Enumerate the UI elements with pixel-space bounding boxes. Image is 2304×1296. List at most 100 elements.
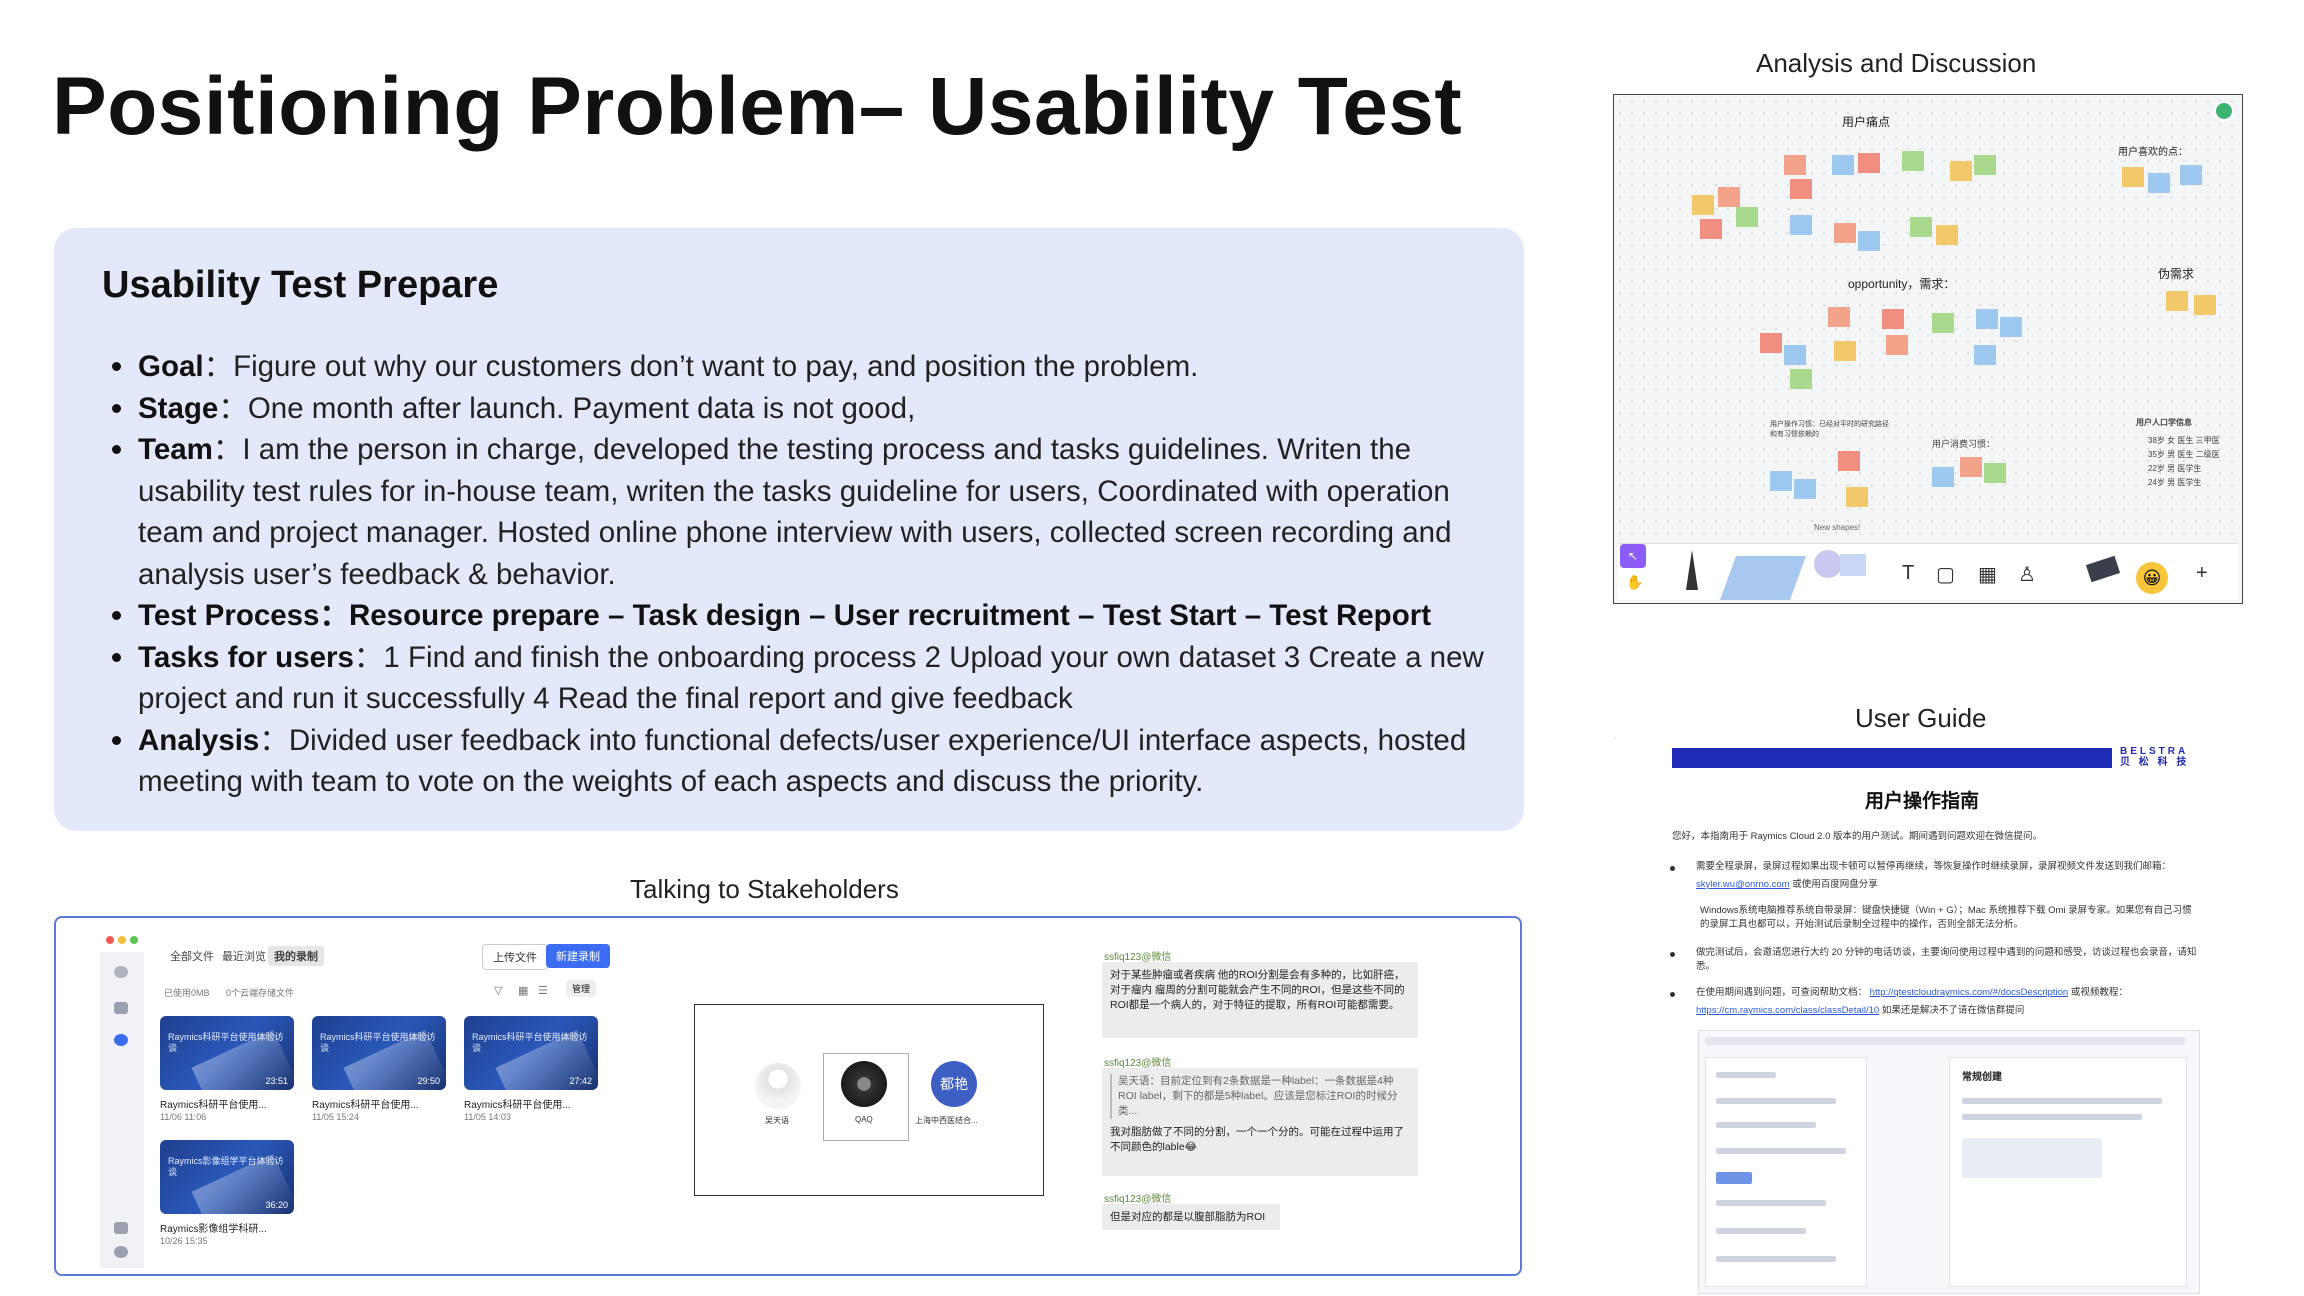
sticky-note[interactable] xyxy=(1974,345,1996,365)
text-tool-icon[interactable]: T xyxy=(1902,562,1915,584)
avatar xyxy=(841,1061,887,1107)
email-link[interactable]: skyler.wu@onrno.com xyxy=(1696,879,1790,890)
window-close-dot[interactable] xyxy=(106,936,114,944)
whiteboard-screenshot: 用户痛点 用户喜欢的点： opportunity，需求： 伪需求 用户人口学信息… xyxy=(1613,94,2243,604)
sticky-note[interactable] xyxy=(1846,487,1868,507)
storage-used: 已使用0MB xyxy=(164,988,210,998)
video-date: 10/26 15:35 xyxy=(160,1236,208,1246)
manage-button[interactable]: 管理 xyxy=(566,980,597,997)
collaborator-avatar[interactable] xyxy=(2214,101,2234,121)
sticky-note[interactable] xyxy=(2166,291,2188,311)
sticky-note[interactable] xyxy=(1976,309,1998,329)
sticky-pad-icon[interactable] xyxy=(1719,556,1807,600)
bullet-text: ：Divided user feedback into functional d… xyxy=(138,723,1467,799)
sticky-note[interactable] xyxy=(1692,195,1714,215)
video-thumbnail[interactable]: Raymics科研平台使用体验访谈 27:42 xyxy=(464,1016,598,1090)
frame-tool-icon[interactable]: ▢ xyxy=(1936,564,1955,586)
tab-my-recordings[interactable]: 我的录制 xyxy=(268,946,324,966)
chat-sender: ssfiq123@微信 xyxy=(1104,1058,1172,1069)
sticky-note[interactable] xyxy=(2180,165,2202,185)
recording-icon[interactable] xyxy=(114,1034,128,1046)
window-zoom-dot[interactable] xyxy=(130,936,138,944)
sticky-note[interactable] xyxy=(1700,219,1722,239)
filter-icon[interactable]: ▽ xyxy=(494,985,503,997)
window-minimize-dot[interactable] xyxy=(118,936,126,944)
table-tool-icon[interactable]: ▦ xyxy=(1978,564,1997,586)
video-thumbnail[interactable]: Raymics科研平台使用体验访谈 23:51 xyxy=(160,1016,294,1090)
sticky-note[interactable] xyxy=(1932,467,1954,487)
sticky-note[interactable] xyxy=(1736,207,1758,227)
sticky-note[interactable] xyxy=(1760,333,1782,353)
sticky-note[interactable] xyxy=(1886,335,1908,355)
sticky-note[interactable] xyxy=(1960,457,1982,477)
hand-tool-icon[interactable]: ✋ xyxy=(1626,574,1644,590)
meeting-icon[interactable] xyxy=(114,1002,128,1014)
select-tool-icon[interactable]: ↖ xyxy=(1620,544,1646,568)
new-shapes-hint: New shapes! xyxy=(1814,523,1861,532)
sticky-note[interactable] xyxy=(1832,155,1854,175)
sticky-note[interactable] xyxy=(1902,151,1924,171)
sticky-note[interactable] xyxy=(1790,215,1812,235)
sticky-note[interactable] xyxy=(2148,173,2170,193)
video-thumbnail[interactable]: Raymics影像组学平台体验访谈 36:20 xyxy=(160,1140,294,1214)
sticky-note[interactable] xyxy=(1858,153,1880,173)
video-date: 11/05 14:03 xyxy=(464,1112,511,1122)
sticky-note[interactable] xyxy=(1784,345,1806,365)
sticky-note[interactable] xyxy=(1984,463,2006,483)
board-label-pain-points: 用户痛点 xyxy=(1842,115,1891,129)
bullet-dot xyxy=(1670,866,1675,871)
shape-circle-icon[interactable] xyxy=(1814,550,1842,578)
sticky-note[interactable] xyxy=(1910,217,1932,237)
new-recording-button[interactable]: 新建录制 xyxy=(546,944,610,968)
sticky-note[interactable] xyxy=(1834,223,1856,243)
call-window: 吴天语 QAQ 都艳 上海中西医结合... xyxy=(694,1004,1044,1196)
sticky-note[interactable] xyxy=(1834,341,1856,361)
sticky-note[interactable] xyxy=(1828,307,1850,327)
settings-icon[interactable] xyxy=(114,1246,128,1258)
sticky-note[interactable] xyxy=(1950,161,1972,181)
sticky-note[interactable] xyxy=(1838,451,1860,471)
board-label-habit: 用户消费习惯： xyxy=(1932,439,1996,449)
sticky-note[interactable] xyxy=(2194,295,2216,315)
sticky-note[interactable] xyxy=(1790,369,1812,389)
sticky-note[interactable] xyxy=(2122,167,2144,187)
sticky-note[interactable] xyxy=(1936,225,1958,245)
sticky-note[interactable] xyxy=(1794,479,1816,499)
guide-paragraph: Windows系统电脑推荐系统自带录屏：键盘快捷键（Win + G）；Mac 系… xyxy=(1700,905,2192,930)
video-thumbnail[interactable]: Raymics科研平台使用体验访谈 29:50 xyxy=(312,1016,446,1090)
sticky-note[interactable] xyxy=(1974,155,1996,175)
sticky-note[interactable] xyxy=(2000,317,2022,337)
add-tool-icon[interactable]: + xyxy=(2196,562,2208,584)
sticky-note[interactable] xyxy=(1784,155,1806,175)
mail-icon[interactable] xyxy=(114,1222,128,1234)
grid-view-icon[interactable]: ▦ xyxy=(518,985,529,997)
sticky-note[interactable] xyxy=(1882,309,1904,329)
doc-suffix: 或视频教程： xyxy=(2070,987,2128,998)
persona-line: 35岁 男 医生 二级医 xyxy=(2148,450,2220,459)
sticky-note[interactable] xyxy=(1718,187,1740,207)
upload-file-button[interactable]: 上传文件 xyxy=(482,944,548,970)
cloud-file-count: 0个云端存储文件 xyxy=(226,988,295,998)
sticky-note[interactable] xyxy=(1770,471,1792,491)
doc-link[interactable]: http://qtestcloudraymics.com/#/docsDescr… xyxy=(1869,987,2069,998)
keyboard-sticker-icon[interactable] xyxy=(2085,555,2121,583)
list-view-icon[interactable]: ☰ xyxy=(538,985,548,997)
sticky-note[interactable] xyxy=(1932,313,1954,333)
sticky-note[interactable] xyxy=(1858,231,1880,251)
bullet-label: Analysis xyxy=(138,723,260,757)
pen-tool-icon[interactable] xyxy=(1686,550,1698,590)
video-name: Raymics科研平台使用... xyxy=(464,1100,571,1111)
tab-all-files[interactable]: 全部文件 xyxy=(170,951,214,963)
video-suffix: 如果还是解决不了请在微信群提问 xyxy=(1881,1005,2025,1016)
shape-square-icon[interactable] xyxy=(1840,554,1866,576)
emoji-sticker-icon[interactable]: 😀 xyxy=(2136,562,2168,594)
person-tool-icon[interactable]: ♙ xyxy=(2018,564,2036,586)
chat-message: 对于某些肿瘤或者疾病 他的ROI分割是会有多种的，比如肝癌，对于瘤内 瘤周的分割… xyxy=(1102,962,1418,1038)
guide-shot-heading: 常规创建 xyxy=(1962,1072,2002,1083)
sticky-note[interactable] xyxy=(1790,179,1812,199)
avatar[interactable] xyxy=(114,966,128,978)
video-link[interactable]: https://cm.raymics.com/class/classDetail… xyxy=(1696,1005,1880,1016)
brand-logo: BELSTRA 贝 松 科 技 xyxy=(2120,746,2190,768)
video-name: Raymics科研平台使用... xyxy=(312,1100,419,1111)
tab-recent[interactable]: 最近浏览 xyxy=(222,951,266,963)
